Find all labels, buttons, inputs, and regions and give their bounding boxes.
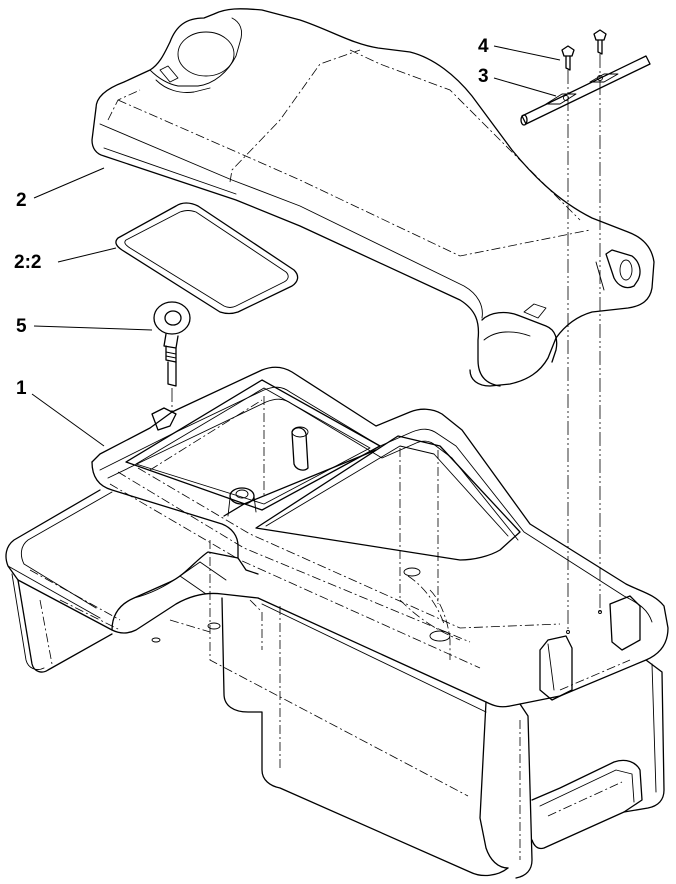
callout-label: 4 xyxy=(478,36,489,57)
callout-4: 4 xyxy=(478,36,561,61)
tank-base xyxy=(5,366,669,879)
callout-2: 2 xyxy=(16,167,105,211)
lid-gasket xyxy=(115,202,299,315)
callout-label: 3 xyxy=(478,66,489,87)
eye-bolt xyxy=(153,301,191,412)
callout-5: 5 xyxy=(16,316,153,337)
callout-label: 5 xyxy=(16,316,27,337)
screw xyxy=(561,29,607,71)
callout-2-2: 2:2 xyxy=(14,247,117,273)
callout-label: 2:2 xyxy=(14,252,41,273)
tank-lid xyxy=(91,8,655,387)
hold-down-rod xyxy=(520,55,651,126)
callout-3: 3 xyxy=(478,66,557,97)
callout-1: 1 xyxy=(16,378,105,447)
callout-label: 2 xyxy=(16,190,27,211)
callout-label: 1 xyxy=(16,378,27,399)
